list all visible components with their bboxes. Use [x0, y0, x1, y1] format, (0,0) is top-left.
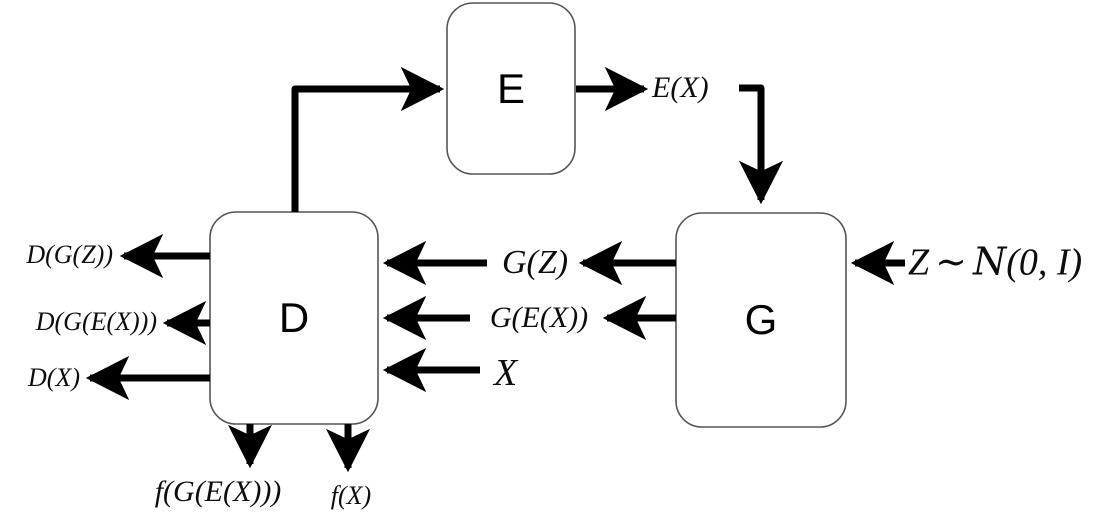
edge-label-encoder-output: E(X) [652, 71, 709, 104]
node-box-E [446, 2, 576, 175]
edge-label-real-input: X [494, 352, 518, 394]
node-label-E: E [496, 65, 526, 112]
noise-distributed-as-symbol: ∼ [935, 241, 967, 284]
normal-distribution-icon: N [972, 239, 1007, 284]
edge-label-disc-out-gz: D(G(Z)) [26, 240, 113, 269]
node-label-D: D [278, 294, 310, 341]
edge-label-disc-out-gex: D(G(E(X))) [35, 307, 157, 336]
edge-ex-to-g [738, 84, 784, 205]
noise-variable: Z [908, 241, 930, 284]
edge-label-feature-x: f(X) [330, 481, 372, 510]
node-label-G: G [744, 296, 778, 343]
edge-label-noise-input: Z∼N(0, I) [908, 243, 1082, 282]
edge-label-gen-from-z: G(Z) [501, 244, 569, 281]
edge-label-gen-from-ex: G(E(X)) [489, 301, 589, 334]
edge-label-disc-out-x: D(X) [28, 363, 80, 392]
edge-label-feature-gex: f(G(E(X))) [154, 475, 282, 508]
noise-distribution-params: (0, I) [1006, 241, 1083, 284]
edge-d-to-e [291, 66, 445, 212]
